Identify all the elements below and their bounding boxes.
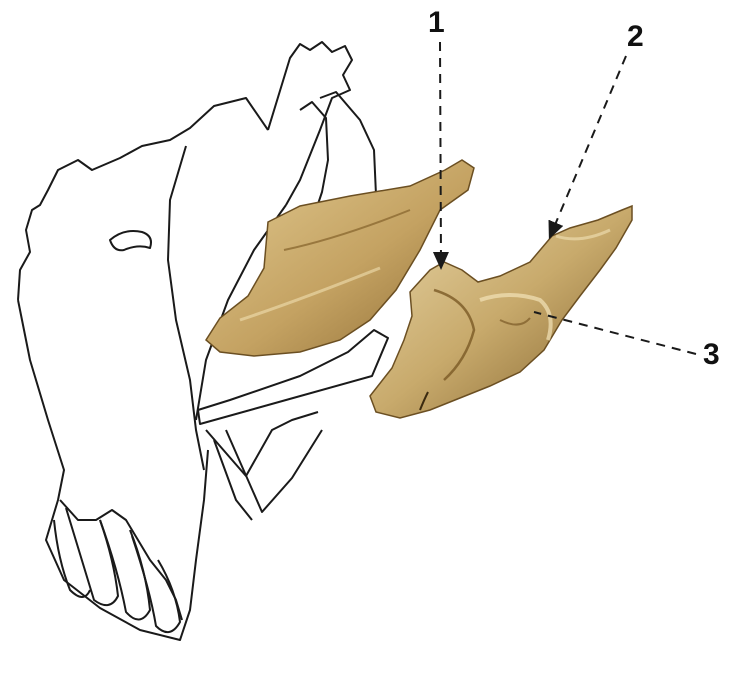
label-1: 1 — [428, 8, 445, 38]
leader-arrow-2 — [552, 56, 626, 232]
label-2: 2 — [627, 22, 644, 52]
leader-arrow-1 — [440, 42, 441, 262]
label-3: 3 — [703, 340, 720, 370]
